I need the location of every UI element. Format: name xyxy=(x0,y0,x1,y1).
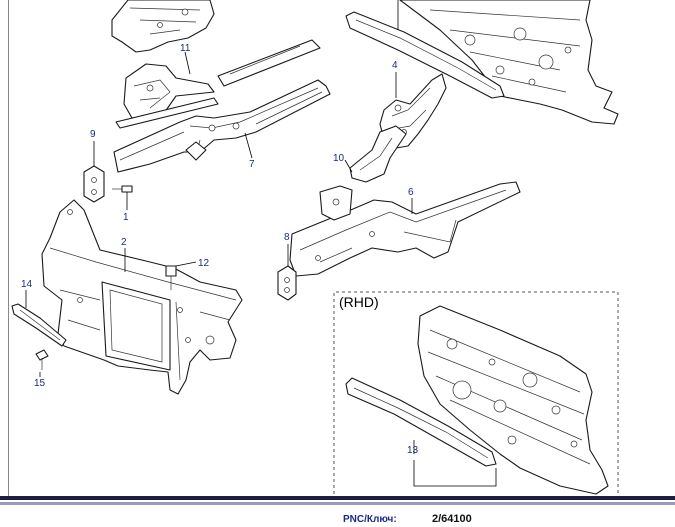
callout-1: 1 xyxy=(123,212,129,223)
part-7-side-member xyxy=(113,79,331,173)
callout-14: 14 xyxy=(21,279,33,290)
part-15-bolt xyxy=(35,349,49,377)
part-12-clip xyxy=(165,261,197,290)
callout-2: 2 xyxy=(121,237,127,248)
part-6-side-member xyxy=(289,181,521,277)
part-13-cowl-strip xyxy=(345,377,497,487)
part-14-side-strip xyxy=(11,290,67,347)
pnc-value: 2/64100 xyxy=(432,513,472,525)
callout-11: 11 xyxy=(180,43,191,54)
part-8-plate xyxy=(277,244,297,301)
viewer-left-border xyxy=(8,0,9,496)
callout-12: 12 xyxy=(198,258,210,269)
footer-bar: PNC/Ключ: 2/64100 xyxy=(0,496,675,527)
callout-9: 9 xyxy=(90,129,96,140)
callout-13: 13 xyxy=(407,445,419,456)
callout-4: 4 xyxy=(392,60,398,71)
part-2-radiator-support xyxy=(41,199,243,395)
part-1-bolt xyxy=(112,185,133,210)
part-dash-panel-upper xyxy=(399,0,619,125)
exploded-parts-drawing: 11 9 7 1 2 12 14 15 4 10 6 8 13 (RHD) xyxy=(11,0,619,500)
part-upper-bracket xyxy=(111,0,215,53)
rhd-inset-frame xyxy=(333,291,619,500)
part-9-plate xyxy=(83,141,105,203)
footer-rule-secondary xyxy=(0,502,675,505)
part-dash-panel-rhd xyxy=(417,305,609,495)
footer-rule xyxy=(0,496,675,500)
part-cowl-strip-upper xyxy=(345,0,505,99)
callout-15: 15 xyxy=(34,378,46,389)
part-11-member-extension xyxy=(115,39,321,129)
callout-8: 8 xyxy=(284,232,290,243)
callout-7: 7 xyxy=(249,159,255,170)
callout-6: 6 xyxy=(408,187,414,198)
rhd-label: (RHD) xyxy=(339,294,379,310)
callout-labels: 11 9 7 1 2 12 14 15 4 10 6 8 13 (RHD) xyxy=(21,43,419,456)
pnc-label: PNC/Ключ: xyxy=(343,514,397,525)
part-10-bracket xyxy=(344,125,407,183)
callout-10: 10 xyxy=(333,153,345,164)
